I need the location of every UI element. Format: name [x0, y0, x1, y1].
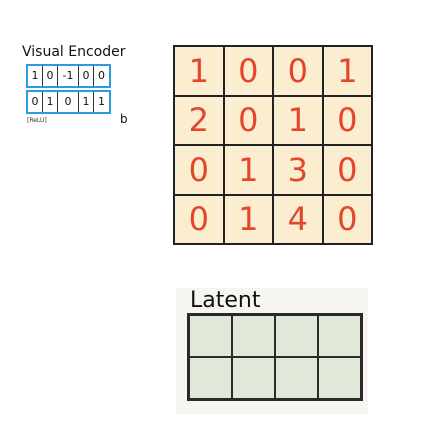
encoder-weight-cell: -1 [58, 66, 79, 86]
encoder-weight-cell: 0 [58, 92, 79, 112]
latent-cell [232, 357, 275, 399]
encoder-weight-cell: 0 [79, 66, 94, 86]
input-cell: 0 [322, 145, 372, 195]
encoder-weight-row-2: 0 1 0 1 1 [26, 90, 111, 114]
encoder-title: Visual Encoder [22, 44, 126, 60]
encoder-weight-cell: 1 [28, 66, 43, 86]
encoder-weight-cell: 0 [43, 66, 58, 86]
input-cell: 0 [322, 95, 372, 145]
input-cell: 0 [223, 95, 273, 145]
latent-cell [318, 315, 361, 357]
encoder-weight-cell: 0 [98, 69, 105, 82]
input-cell: 1 [273, 95, 323, 145]
input-cell: 1 [174, 46, 224, 96]
input-cell: 0 [322, 194, 372, 244]
input-cell: 1 [223, 145, 273, 195]
visual-encoder: Visual Encoder 1 0 -1 0 0 0 1 0 1 1 [ReL… [20, 44, 138, 126]
latent-title: Latent [190, 288, 261, 313]
latent-panel: Latent [176, 288, 368, 414]
input-cell: 4 [273, 194, 323, 244]
latent-cell [318, 357, 361, 399]
input-cell: 3 [273, 145, 323, 195]
encoder-weight-cell: 1 [98, 95, 105, 108]
latent-cell [275, 315, 318, 357]
encoder-weight-cell: 1 [43, 92, 58, 112]
latent-cell [232, 315, 275, 357]
latent-cell [275, 357, 318, 399]
input-cell: 0 [273, 46, 323, 96]
encoder-weight-cell: 1 [79, 92, 94, 112]
latent-cell [189, 315, 232, 357]
encoder-bias-label: b [120, 112, 128, 126]
input-cell: 0 [223, 46, 273, 96]
input-cell: 2 [174, 95, 224, 145]
latent-grid [187, 313, 363, 401]
input-grid: 1 0 0 1 2 0 1 0 0 1 3 0 0 1 4 0 [173, 45, 373, 245]
input-cell: 1 [322, 46, 372, 96]
latent-cell [189, 357, 232, 399]
input-cell: 1 [223, 194, 273, 244]
input-cell: 0 [174, 145, 224, 195]
encoder-weight-cell: 0 [28, 92, 43, 112]
encoder-weight-row-1: 1 0 -1 0 0 [26, 64, 111, 88]
input-cell: 0 [174, 194, 224, 244]
encoder-activation-label: [ReLU] [27, 117, 47, 124]
